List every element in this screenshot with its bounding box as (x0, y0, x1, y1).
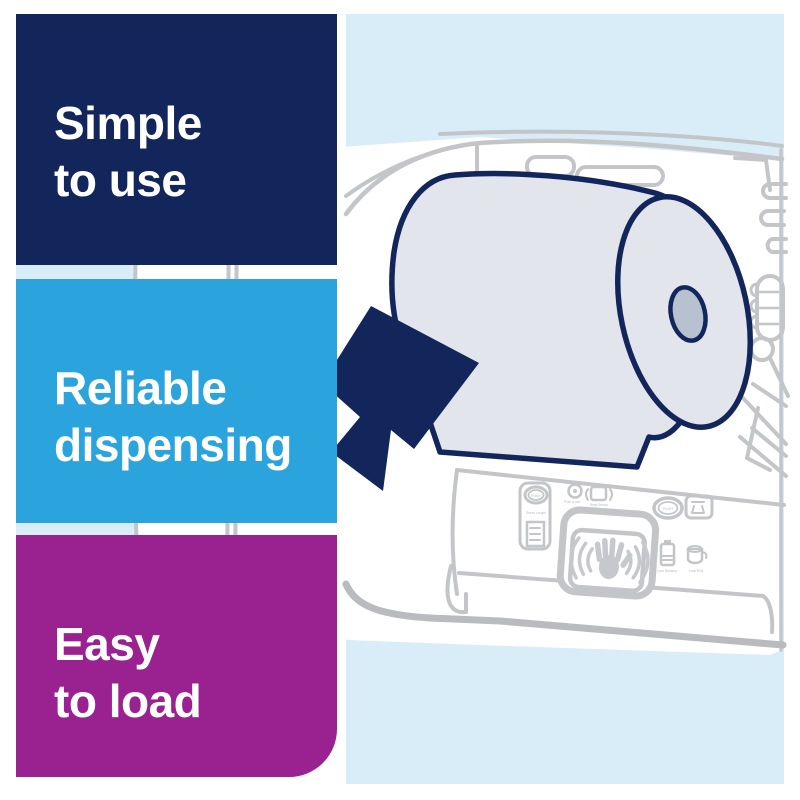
hand-sensor-icon (556, 506, 660, 600)
control-panel (518, 481, 714, 600)
hand-sensor-mini-icon (589, 485, 608, 502)
feature-label: Simple to use (54, 97, 202, 206)
push-use-label: Push & use (564, 500, 581, 504)
paper-roll-core (668, 285, 708, 343)
low-roll-label: Low Roll (689, 569, 704, 573)
feature-block-easy-to-load: Easy to load (16, 535, 337, 777)
feature-label: Easy to load (54, 618, 202, 727)
control-panel-labels: PUSH Sheet Length Push & use Hand Sensor… (526, 494, 704, 573)
push-left-label: PUSH (531, 494, 541, 498)
low-battery-icon (659, 540, 676, 567)
push-right-label: PUSH (663, 507, 673, 511)
hand-sensor-label: Hand Sensor (590, 503, 610, 507)
low-battery-label: Low Battery (657, 569, 677, 573)
paper-roll (389, 170, 754, 470)
press-finger-icon (567, 483, 583, 499)
arrow-icon (330, 306, 479, 491)
paper-stack-icon (525, 520, 546, 548)
sheet-length-label: Sheet Length (526, 511, 546, 515)
feature-block-reliable-dispensing: Reliable dispensing (16, 279, 337, 523)
feature-label: Reliable dispensing (54, 362, 292, 471)
push-button-right (652, 496, 684, 520)
push-button-left (523, 485, 549, 505)
hand-glyph (598, 555, 619, 580)
towel-feed-icon (684, 494, 714, 520)
low-roll-icon (686, 545, 708, 565)
feature-block-simple-to-use: Simple to use (16, 14, 337, 265)
sheet-length-control (518, 481, 552, 551)
